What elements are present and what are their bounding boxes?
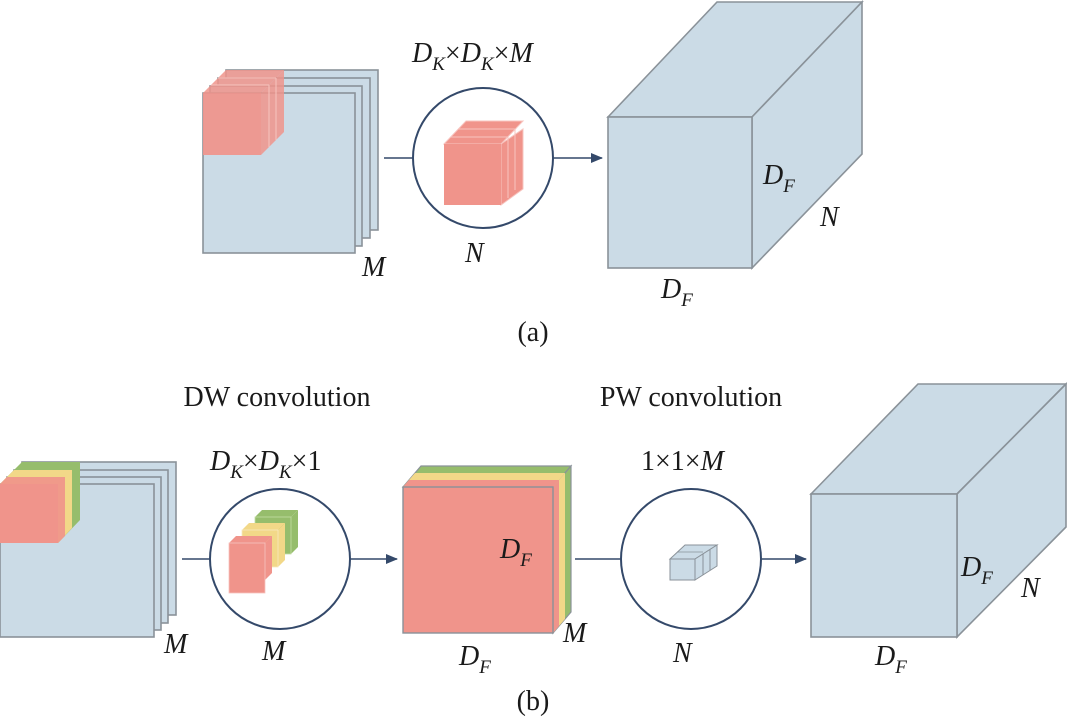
caption-b: (b) — [517, 686, 550, 717]
kernel-window-b — [0, 462, 80, 543]
dw-kernel-slices — [228, 510, 298, 594]
output-side-label-b: DF — [960, 552, 993, 589]
kernel-count-label-a: N — [464, 238, 485, 269]
dw-output-bottom-label: DF — [458, 641, 491, 678]
output-bottom-label-a: DF — [660, 274, 693, 311]
output-depth-label-a: N — [819, 202, 840, 233]
dw-kernel-size-label: DK×DK×1 — [209, 446, 321, 483]
output-depth-label-b: N — [1020, 573, 1041, 604]
dw-kernel-count-label: M — [261, 636, 287, 667]
input-depth-label-b: M — [163, 629, 189, 660]
pw-kernel-size-label: 1×1×M — [641, 446, 726, 477]
output-feature-map-b — [809, 382, 1067, 639]
output-side-label-a: DF — [762, 160, 795, 197]
output-bottom-label-b: DF — [874, 641, 907, 678]
dw-convolution-title: DW convolution — [184, 382, 371, 413]
pw-convolution-title: PW convolution — [600, 382, 782, 413]
pw-kernel-count-label: N — [672, 638, 693, 669]
kernel-window-a — [203, 70, 284, 155]
dw-output-side-label: DF — [499, 534, 532, 571]
input-depth-label-a: M — [361, 252, 387, 283]
pw-kernel-cube — [668, 544, 719, 581]
dw-output-depth-label: M — [562, 618, 588, 649]
input-feature-map-a — [202, 69, 379, 254]
caption-a: (a) — [517, 317, 548, 348]
input-feature-map-b — [0, 461, 177, 638]
panel-b: DW convolution PW convolution M DK×DK×1 — [0, 382, 1067, 717]
output-feature-map-a — [606, 0, 864, 270]
kernel-cube-a — [442, 120, 525, 206]
dw-output-feature-map — [401, 464, 573, 635]
kernel-size-label-a: DK×DK×M — [411, 38, 534, 75]
panel-a: M DK×DK×M N DF N — [202, 0, 864, 348]
